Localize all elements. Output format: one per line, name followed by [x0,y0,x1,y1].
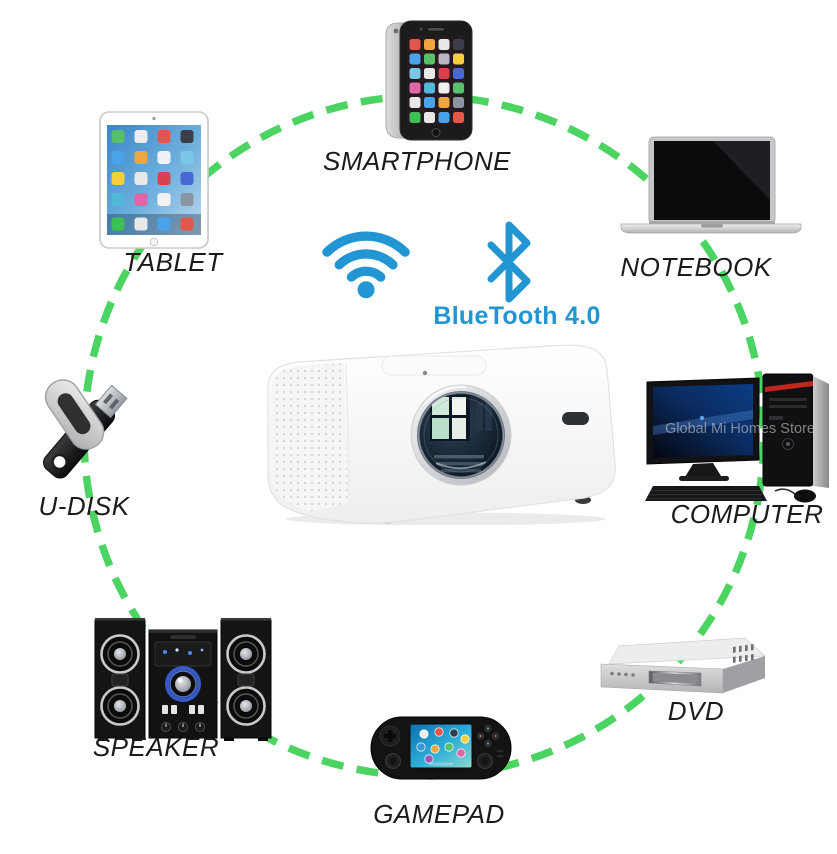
notebook-label: NOTEBOOK [620,252,772,282]
wifi-icon [322,231,410,299]
projector-icon [267,344,616,525]
speaker-system-icon [94,618,272,741]
speaker-label: SPEAKER [92,732,220,762]
gamepad-icon [370,716,512,780]
notebook-icon [620,136,802,234]
computer-label: COMPUTER [670,499,824,529]
usb-flash-drive-icon [43,379,128,479]
desktop-computer-icon: Global Mi Homes Store [645,373,829,503]
bluetooth-icon [487,221,531,303]
smartphone-label: SMARTPHONE [323,146,511,176]
dvd-player-icon [600,637,766,694]
store-watermark: Global Mi Homes Store [665,421,815,437]
tablet-icon [99,111,209,249]
dvd-label: DVD [667,696,725,726]
tablet-label: TABLET [123,247,223,277]
smartphone-icon [385,20,473,141]
gamepad-label: GAMEPAD [373,799,505,829]
bluetooth-version-label: BlueTooth 4.0 [433,302,601,330]
udisk-label: U-DISK [38,491,130,521]
